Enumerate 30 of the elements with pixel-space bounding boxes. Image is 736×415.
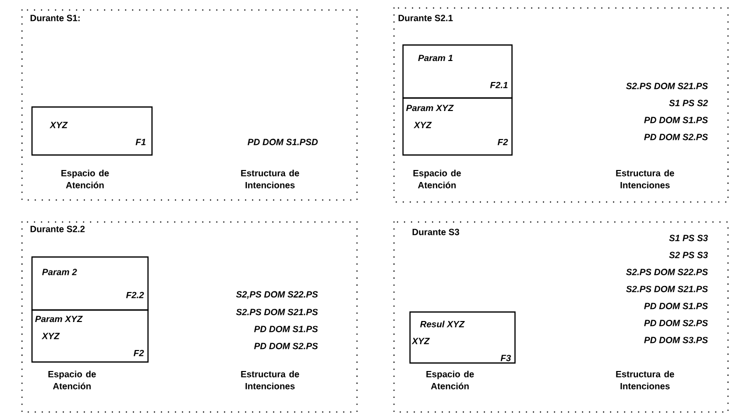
structure-caption: Estructura de Intenciones: [616, 370, 674, 390]
intention-text: PD DOM S1.PS: [644, 302, 708, 310]
focus-box: Resul XYZ XYZ F3: [409, 311, 516, 364]
intention-text: S2.PS DOM S22.PS: [626, 268, 708, 276]
structure-caption: Estructura de Intenciones: [616, 170, 674, 188]
intention-text: PD DOM S2.PS: [254, 342, 318, 350]
intention-text: S1 PS S3: [669, 234, 708, 242]
box-caption: Espacio de Atención: [413, 170, 461, 188]
structure-caption: Estructura de Intenciones: [241, 170, 300, 188]
intention-text: PD DOM S2.PS: [644, 134, 708, 140]
intention-text: PD DOM S1.PSD: [248, 138, 318, 146]
intention-text: S1 PS S2: [669, 100, 708, 106]
focus-box: Param XYZ XYZ F2: [31, 309, 149, 363]
intention-text: S2.PS DOM S21.PS: [236, 308, 318, 316]
box-caption: Espacio de Atención: [426, 370, 474, 390]
intention-text: S2 PS S3: [669, 252, 708, 258]
focus-box: Param 2 F2.2: [31, 256, 149, 311]
intention-text: S2.PS DOM S21.PS: [626, 82, 708, 90]
intention-text: PD DOM S1.PS: [254, 326, 318, 332]
box-caption: Espacio de Atención: [61, 170, 109, 188]
focus-box: XYZ F1: [31, 106, 153, 156]
focus-box: Param XYZ XYZ F2: [402, 97, 513, 156]
structure-caption: Estructura de Intenciones: [241, 370, 300, 390]
intention-text: S2,PS DOM S22.PS: [236, 291, 318, 299]
focus-box: Param 1 F2.1: [402, 44, 513, 99]
intention-text: PD DOM S1.PS: [644, 116, 708, 124]
intention-text: S2.PS DOM S21.PS: [626, 286, 708, 292]
intention-text: PD DOM S3.PS: [644, 336, 708, 344]
box-caption: Espacio de Atención: [48, 370, 96, 390]
intention-text: PD DOM S2.PS: [644, 320, 708, 326]
